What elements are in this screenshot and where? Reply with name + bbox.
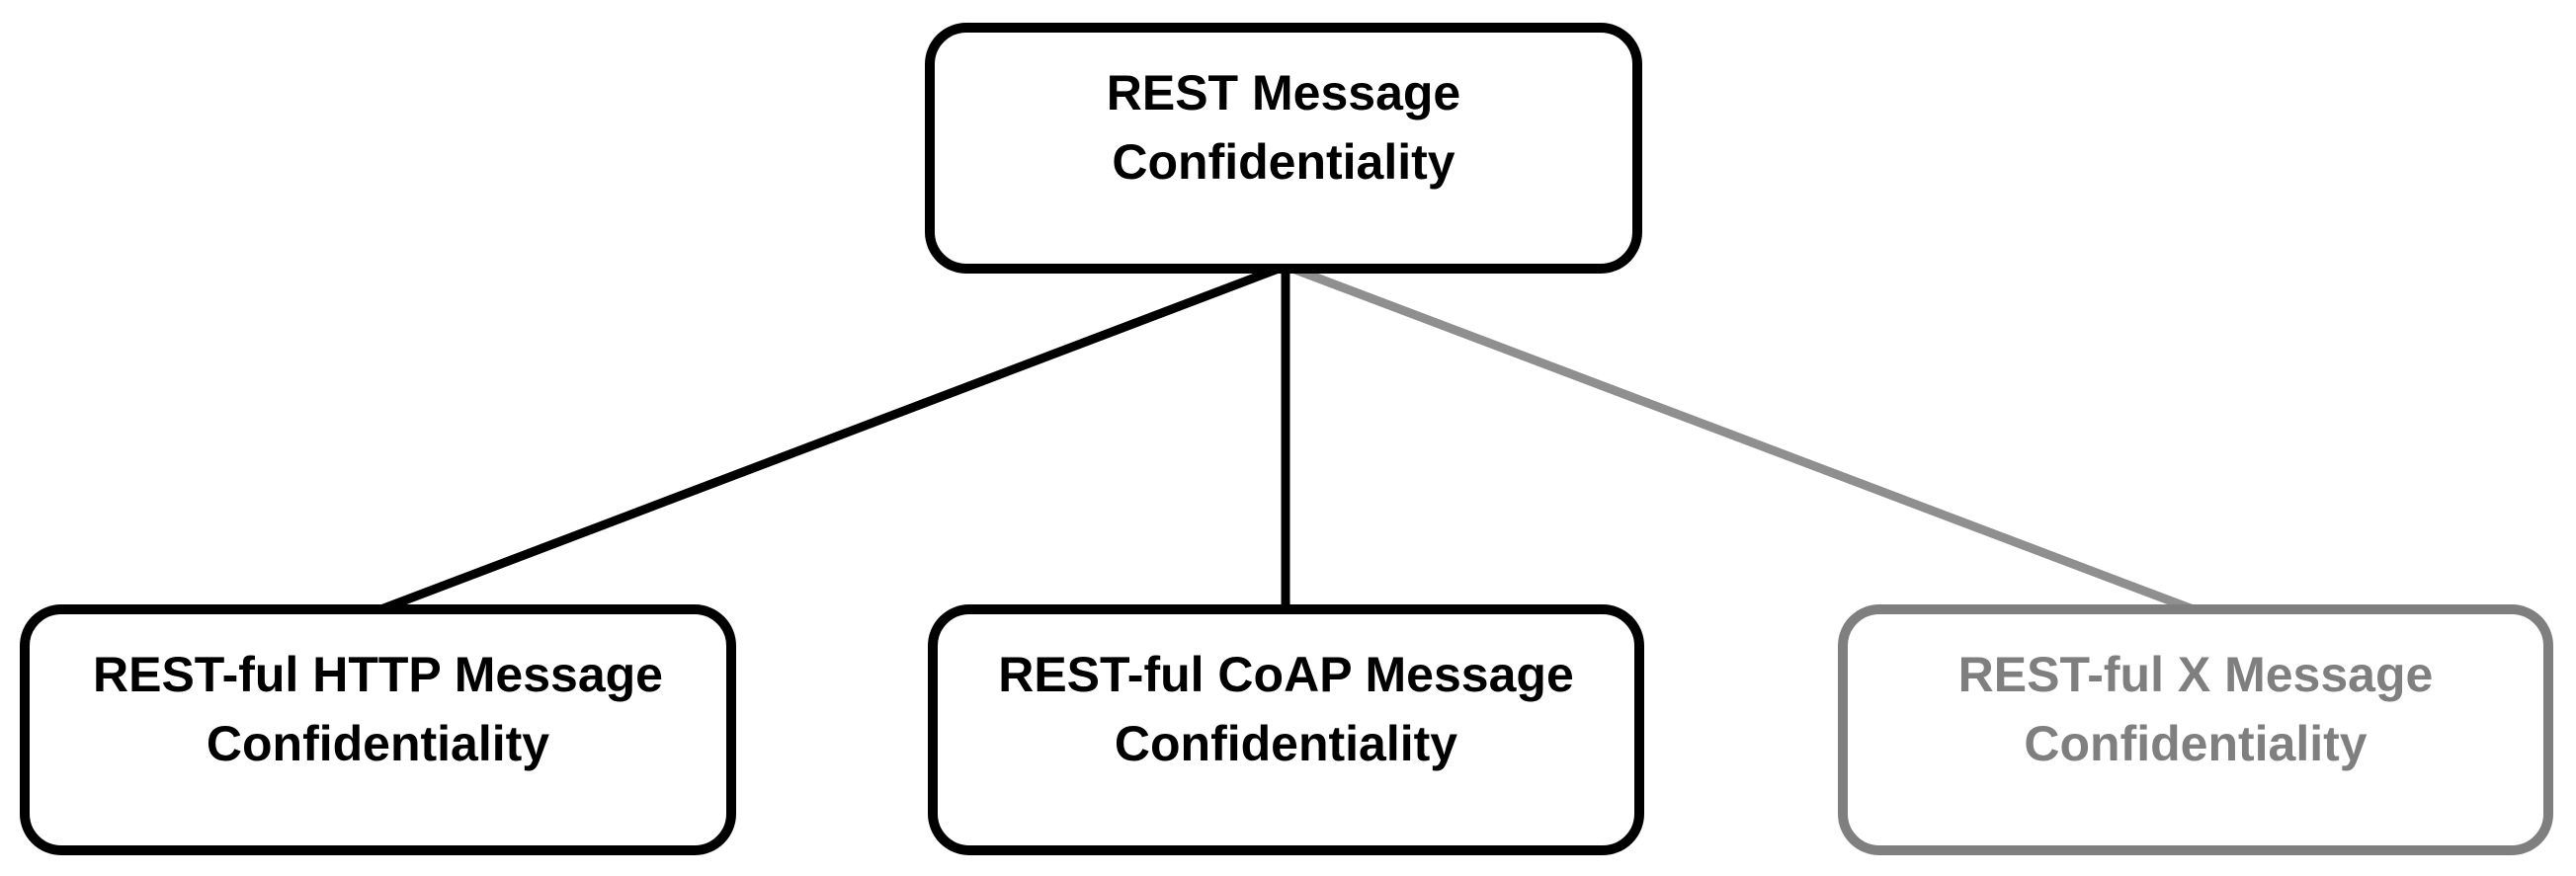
node-rest-message-confidentiality-label: REST Message Confidentiality	[1106, 65, 1461, 190]
node-restful-x-message-confidentiality: REST-ful X Message Confidentiality	[1838, 604, 2553, 855]
node-restful-x-message-confidentiality-label: REST-ful X Message Confidentiality	[1957, 647, 2434, 771]
node-restful-coap-message-confidentiality-label: REST-ful CoAP Message Confidentiality	[998, 647, 1574, 771]
connector-root-to-http	[376, 262, 1286, 615]
node-restful-coap-message-confidentiality: REST-ful CoAP Message Confidentiality	[928, 604, 1644, 855]
node-restful-http-message-confidentiality: REST-ful HTTP Message Confidentiality	[20, 604, 736, 855]
node-rest-message-confidentiality: REST Message Confidentiality	[925, 23, 1642, 274]
connector-root-to-x	[1286, 262, 2198, 615]
node-restful-http-message-confidentiality-label: REST-ful HTTP Message Confidentiality	[93, 647, 663, 771]
